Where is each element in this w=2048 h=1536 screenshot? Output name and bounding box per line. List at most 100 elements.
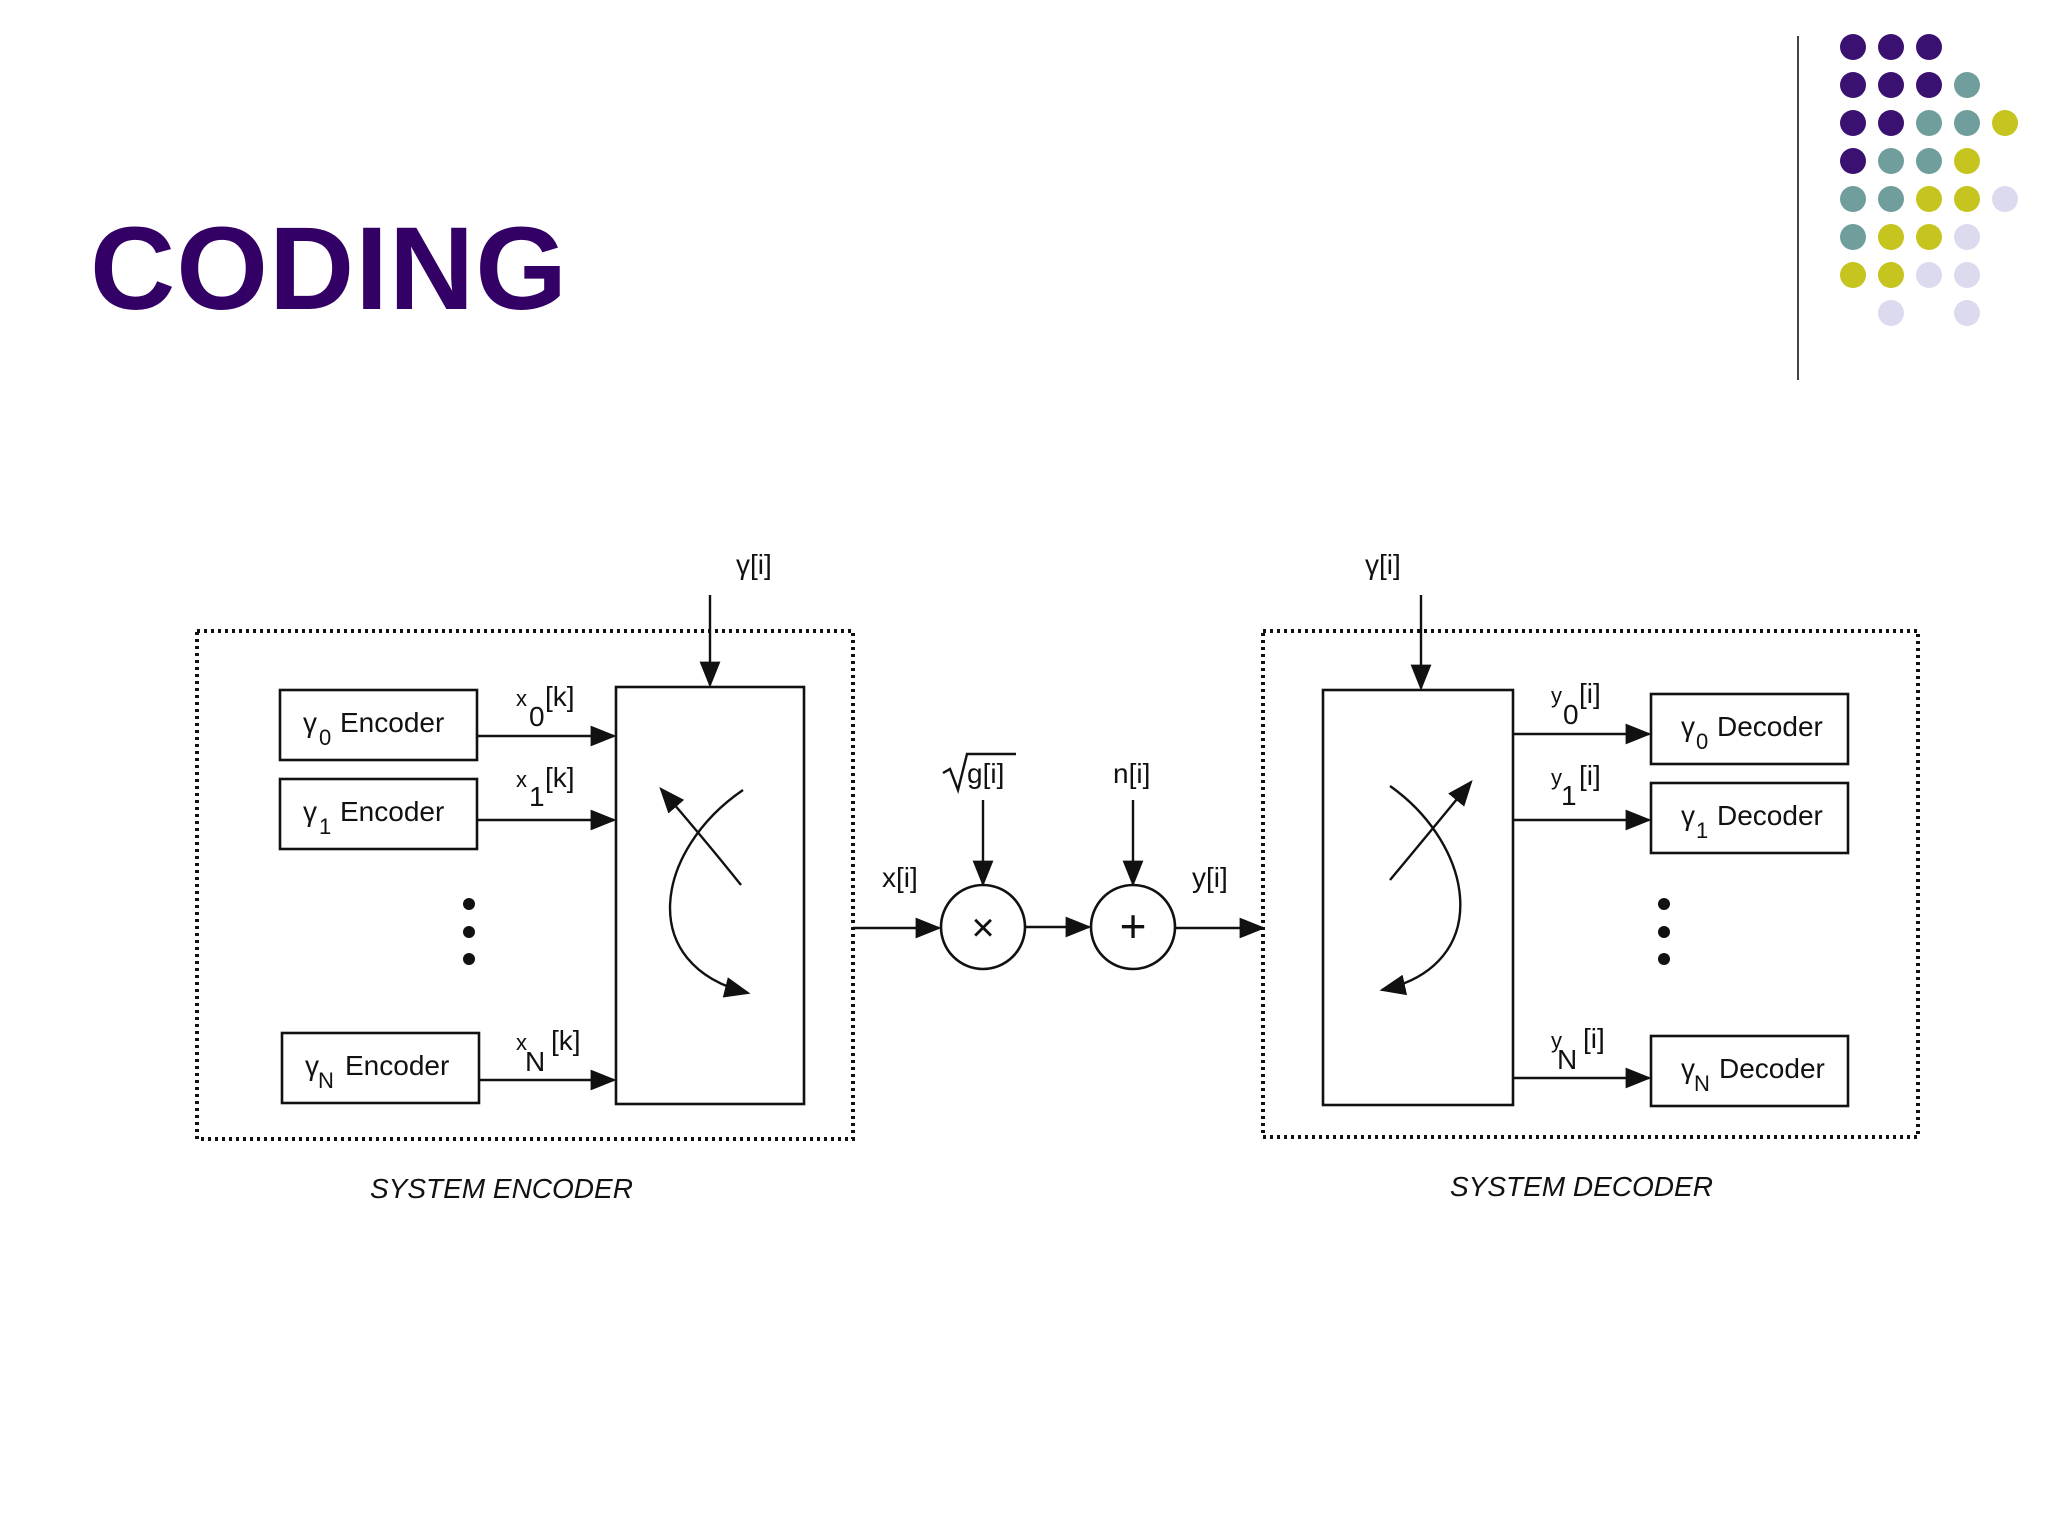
decoder-input-n-arg: [i] <box>1583 1023 1605 1054</box>
decoder-input-1-arg: [i] <box>1579 760 1601 791</box>
demultiplexer-switch-arrow-down <box>1379 785 1462 996</box>
decoder-caption: SYSTEM DECODER <box>1450 1171 1713 1202</box>
encoder-control-label: γ[i] <box>736 549 772 580</box>
decoder-block-1: γ 1 Decoder <box>1649 781 1850 855</box>
decorative-dot <box>1954 262 1980 288</box>
decoder-input-n-sub: N <box>1557 1044 1577 1075</box>
decorative-dot <box>1916 224 1942 250</box>
decorative-dot <box>1954 148 1980 174</box>
decoder-block-1-sub: 1 <box>1696 818 1708 843</box>
encoder-block-n-label: Encoder <box>345 1050 449 1081</box>
decoder-block-0-symbol: γ <box>1681 711 1695 742</box>
multiplexer-box <box>614 685 806 1106</box>
decorative-dot <box>1916 262 1942 288</box>
decorative-dot <box>1878 186 1904 212</box>
decorative-dot <box>1954 72 1980 98</box>
decorative-dot <box>1840 224 1866 250</box>
channel-gain-label: g[i] <box>967 758 1004 789</box>
title-divider <box>1797 36 1799 380</box>
encoder-block-n-sub: N <box>318 1068 334 1093</box>
encoder-output-n-sub: N <box>525 1046 545 1077</box>
decorative-dot <box>1878 34 1904 60</box>
encoder-block-0: γ 0 Encoder <box>278 688 479 762</box>
decorative-dot <box>1878 110 1904 136</box>
encoder-caption: SYSTEM ENCODER <box>370 1173 633 1204</box>
decoder-input-label-1: y 1 [i] <box>1551 760 1601 811</box>
decoder-input-1-sub: 1 <box>1561 780 1577 811</box>
encoder-block-n: γ N Encoder <box>280 1031 481 1105</box>
encoder-output-label-0: x 0 [k] <box>516 681 575 732</box>
decoder-input-0-arg: [i] <box>1579 678 1601 709</box>
encoder-block-1-sub: 1 <box>319 814 331 839</box>
encoder-block-0-label: Encoder <box>340 707 444 738</box>
decoder-input-n-base: y <box>1551 1028 1562 1053</box>
decorative-dot <box>1954 186 1980 212</box>
decorative-dot <box>1878 72 1904 98</box>
channel-output-label: y[i] <box>1192 862 1228 893</box>
encoder-dotted-boundary <box>195 629 855 1141</box>
decoder-ellipsis <box>1658 898 1670 965</box>
decorative-dot <box>1916 72 1942 98</box>
channel-noise-label: n[i] <box>1113 758 1150 789</box>
encoder-output-1-base: x <box>516 767 527 792</box>
encoder-output-0-arg: [k] <box>545 681 575 712</box>
system-decoder: γ[i] y 0 [i] y 1 [i] y N [i] γ 0 <box>1261 549 1920 1202</box>
decorative-dot <box>1878 224 1904 250</box>
encoder-block-1-symbol: γ <box>303 796 317 827</box>
encoder-output-n-base: x <box>516 1030 527 1055</box>
decoder-input-0-base: y <box>1551 683 1562 708</box>
decoder-input-0-sub: 0 <box>1563 699 1579 730</box>
decorative-dot <box>1954 224 1980 250</box>
add-symbol: + <box>1120 900 1147 952</box>
decorative-dot <box>1840 110 1866 136</box>
decorative-dot <box>1916 34 1942 60</box>
encoder-output-label-n: x N [k] <box>516 1025 581 1077</box>
encoder-output-1-arg: [k] <box>545 762 575 793</box>
demultiplexer-box <box>1321 688 1515 1107</box>
encoder-ellipsis <box>463 898 475 965</box>
decoder-block-0-label: Decoder <box>1717 711 1823 742</box>
encoder-output-0-sub: 0 <box>529 701 545 732</box>
encoder-output-label-1: x 1 [k] <box>516 762 575 812</box>
decorative-dot <box>1878 300 1904 326</box>
system-encoder: γ 0 Encoder γ 1 Encoder γ N Encoder x 0 <box>195 549 855 1204</box>
decorative-dot <box>1916 110 1942 136</box>
sqrt-sign-icon <box>942 752 1016 794</box>
decoder-block-0: γ 0 Decoder <box>1649 692 1850 766</box>
decoder-block-n: γ N Decoder <box>1649 1034 1850 1108</box>
multiply-symbol: × <box>971 906 994 950</box>
encoder-block-0-symbol: γ <box>303 707 317 738</box>
encoder-output-1-sub: 1 <box>529 781 545 812</box>
encoder-output-0-base: x <box>516 686 527 711</box>
decorative-dot <box>1878 148 1904 174</box>
decorative-dot <box>1954 300 1980 326</box>
decorative-dot <box>1840 72 1866 98</box>
multiplexer-switch-arrow-up <box>659 787 742 886</box>
decorative-dot-grid <box>1840 34 2018 326</box>
decorative-dot <box>1992 186 2018 212</box>
encoder-output-n-arg: [k] <box>551 1025 581 1056</box>
decoder-input-1-base: y <box>1551 765 1562 790</box>
demultiplexer-switch-arrow-up <box>1389 779 1473 881</box>
decoder-input-label-n: y N [i] <box>1551 1023 1605 1075</box>
decorative-dot <box>1916 148 1942 174</box>
decorative-dot <box>1840 186 1866 212</box>
decorative-dot <box>1992 110 2018 136</box>
encoder-block-1: γ 1 Encoder <box>278 777 479 851</box>
decorative-dot <box>1840 262 1866 288</box>
decorative-dot <box>1840 34 1866 60</box>
decorative-dot <box>1878 262 1904 288</box>
decoder-block-n-label: Decoder <box>1719 1053 1825 1084</box>
channel: x[i] × + y[i] g[i] n[i] <box>853 752 1266 971</box>
decoder-control-label: γ[i] <box>1365 549 1401 580</box>
decorative-dot <box>1954 110 1980 136</box>
decoder-block-1-symbol: γ <box>1681 800 1695 831</box>
channel-input-label: x[i] <box>882 862 918 893</box>
encoder-block-n-symbol: γ <box>305 1050 319 1081</box>
slide-title: CODING <box>90 203 568 335</box>
decoder-block-0-sub: 0 <box>1696 729 1708 754</box>
decorative-dot <box>1916 186 1942 212</box>
encoder-block-1-label: Encoder <box>340 796 444 827</box>
decoder-block-n-symbol: γ <box>1681 1053 1695 1084</box>
